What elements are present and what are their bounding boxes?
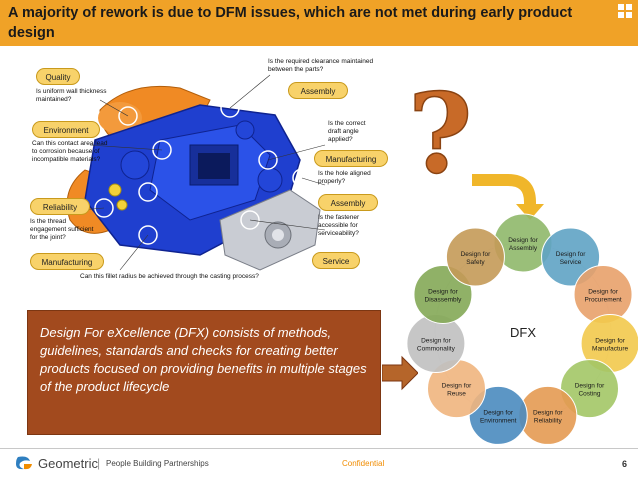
- dfx-petal-prefix: Design for: [533, 409, 563, 416]
- dfx-petal-label: Manufacture: [592, 346, 629, 353]
- dfx-petal-label: Assembly: [509, 245, 538, 252]
- callout-manufacturing-left: Manufacturing: [30, 253, 104, 270]
- dfx-petal-label: Costing: [578, 391, 600, 398]
- callout-environment: Environment: [32, 121, 100, 138]
- callout-assembly-top: Assembly: [288, 82, 348, 99]
- dfx-description-box: Design For eXcellence (DFX) consists of …: [27, 310, 381, 435]
- dfx-petal-prefix: Design for: [575, 383, 605, 390]
- footer-separator: |: [97, 456, 101, 470]
- dfx-petal-label: Reliability: [534, 417, 563, 424]
- dfx-petal-label: Commonality: [417, 346, 456, 353]
- dfx-petal-prefix: Design for: [556, 251, 586, 258]
- dfx-petal-prefix: Design for: [461, 251, 491, 258]
- callout-service: Service: [312, 252, 360, 269]
- dfx-petal-circle: [560, 359, 620, 419]
- right-arrow-icon: [382, 355, 418, 391]
- footer-confidential: Confidential: [342, 459, 385, 468]
- dfx-petal-prefix: Design for: [588, 288, 618, 295]
- page-number: 6: [622, 459, 628, 469]
- callout-quality: Quality: [36, 68, 80, 85]
- callout-manufacturing-right: Manufacturing: [314, 150, 388, 167]
- dfx-petal-label: Reuse: [447, 391, 466, 398]
- question-assembly-bottom: Is the hole aligned properly?: [318, 170, 371, 185]
- footer-divider: [0, 448, 638, 449]
- dfx-petal-circle: [445, 227, 505, 287]
- dfx-petal-label: Disassembly: [425, 296, 463, 303]
- question-quality: Is uniform wall thickness maintained?: [36, 88, 107, 103]
- dfx-petal-prefix: Design for: [442, 383, 472, 390]
- svg-text:?: ?: [408, 80, 472, 198]
- geometric-logo-icon: [16, 456, 32, 470]
- dfx-petal-label: Safety: [466, 259, 485, 266]
- dfx-petal-label: Procurement: [584, 296, 621, 303]
- question-reliability: Is the thread engagement sufficient for …: [30, 218, 94, 241]
- slide-title: A majority of rework is due to DFM issue…: [8, 5, 573, 41]
- title-bar: A majority of rework is due to DFM issue…: [0, 0, 638, 46]
- dfx-petal-prefix: Design for: [595, 338, 625, 345]
- question-manufacturing-right: Is the correct draft angle applied?: [328, 120, 366, 143]
- footer-brand: Geometric: [38, 456, 98, 471]
- callout-assembly-bottom: Assembly: [318, 194, 378, 211]
- cad-model-illustration: [66, 74, 326, 271]
- callout-reliability: Reliability: [30, 198, 90, 215]
- question-service: Is the fastener accessible for serviceab…: [318, 214, 360, 237]
- dfx-petal-prefix: Design for: [508, 237, 538, 244]
- question-environment: Can this contact area lead to corrosion …: [32, 140, 108, 163]
- question-manufacturing-left: Can this fillet radius be achieved throu…: [80, 273, 259, 280]
- footer-tagline: People Building Partnerships: [106, 459, 209, 468]
- dfx-petal-label: Environment: [480, 417, 517, 424]
- corner-logo-icon: [618, 4, 632, 18]
- question-assembly-top: Is the required clearance maintained bet…: [268, 58, 374, 73]
- dfx-center-label: DFX: [510, 325, 536, 340]
- dfx-petal-prefix: Design for: [428, 288, 458, 295]
- dfx-petal-prefix: Design for: [483, 409, 513, 416]
- dfx-petal-label: Service: [560, 259, 582, 266]
- dfx-description: Design For eXcellence (DFX) consists of …: [40, 325, 367, 394]
- question-mark-arrow-icon: ?: [407, 80, 544, 220]
- dfx-petal-circle: [468, 385, 528, 445]
- dfx-petal-prefix: Design for: [421, 338, 451, 345]
